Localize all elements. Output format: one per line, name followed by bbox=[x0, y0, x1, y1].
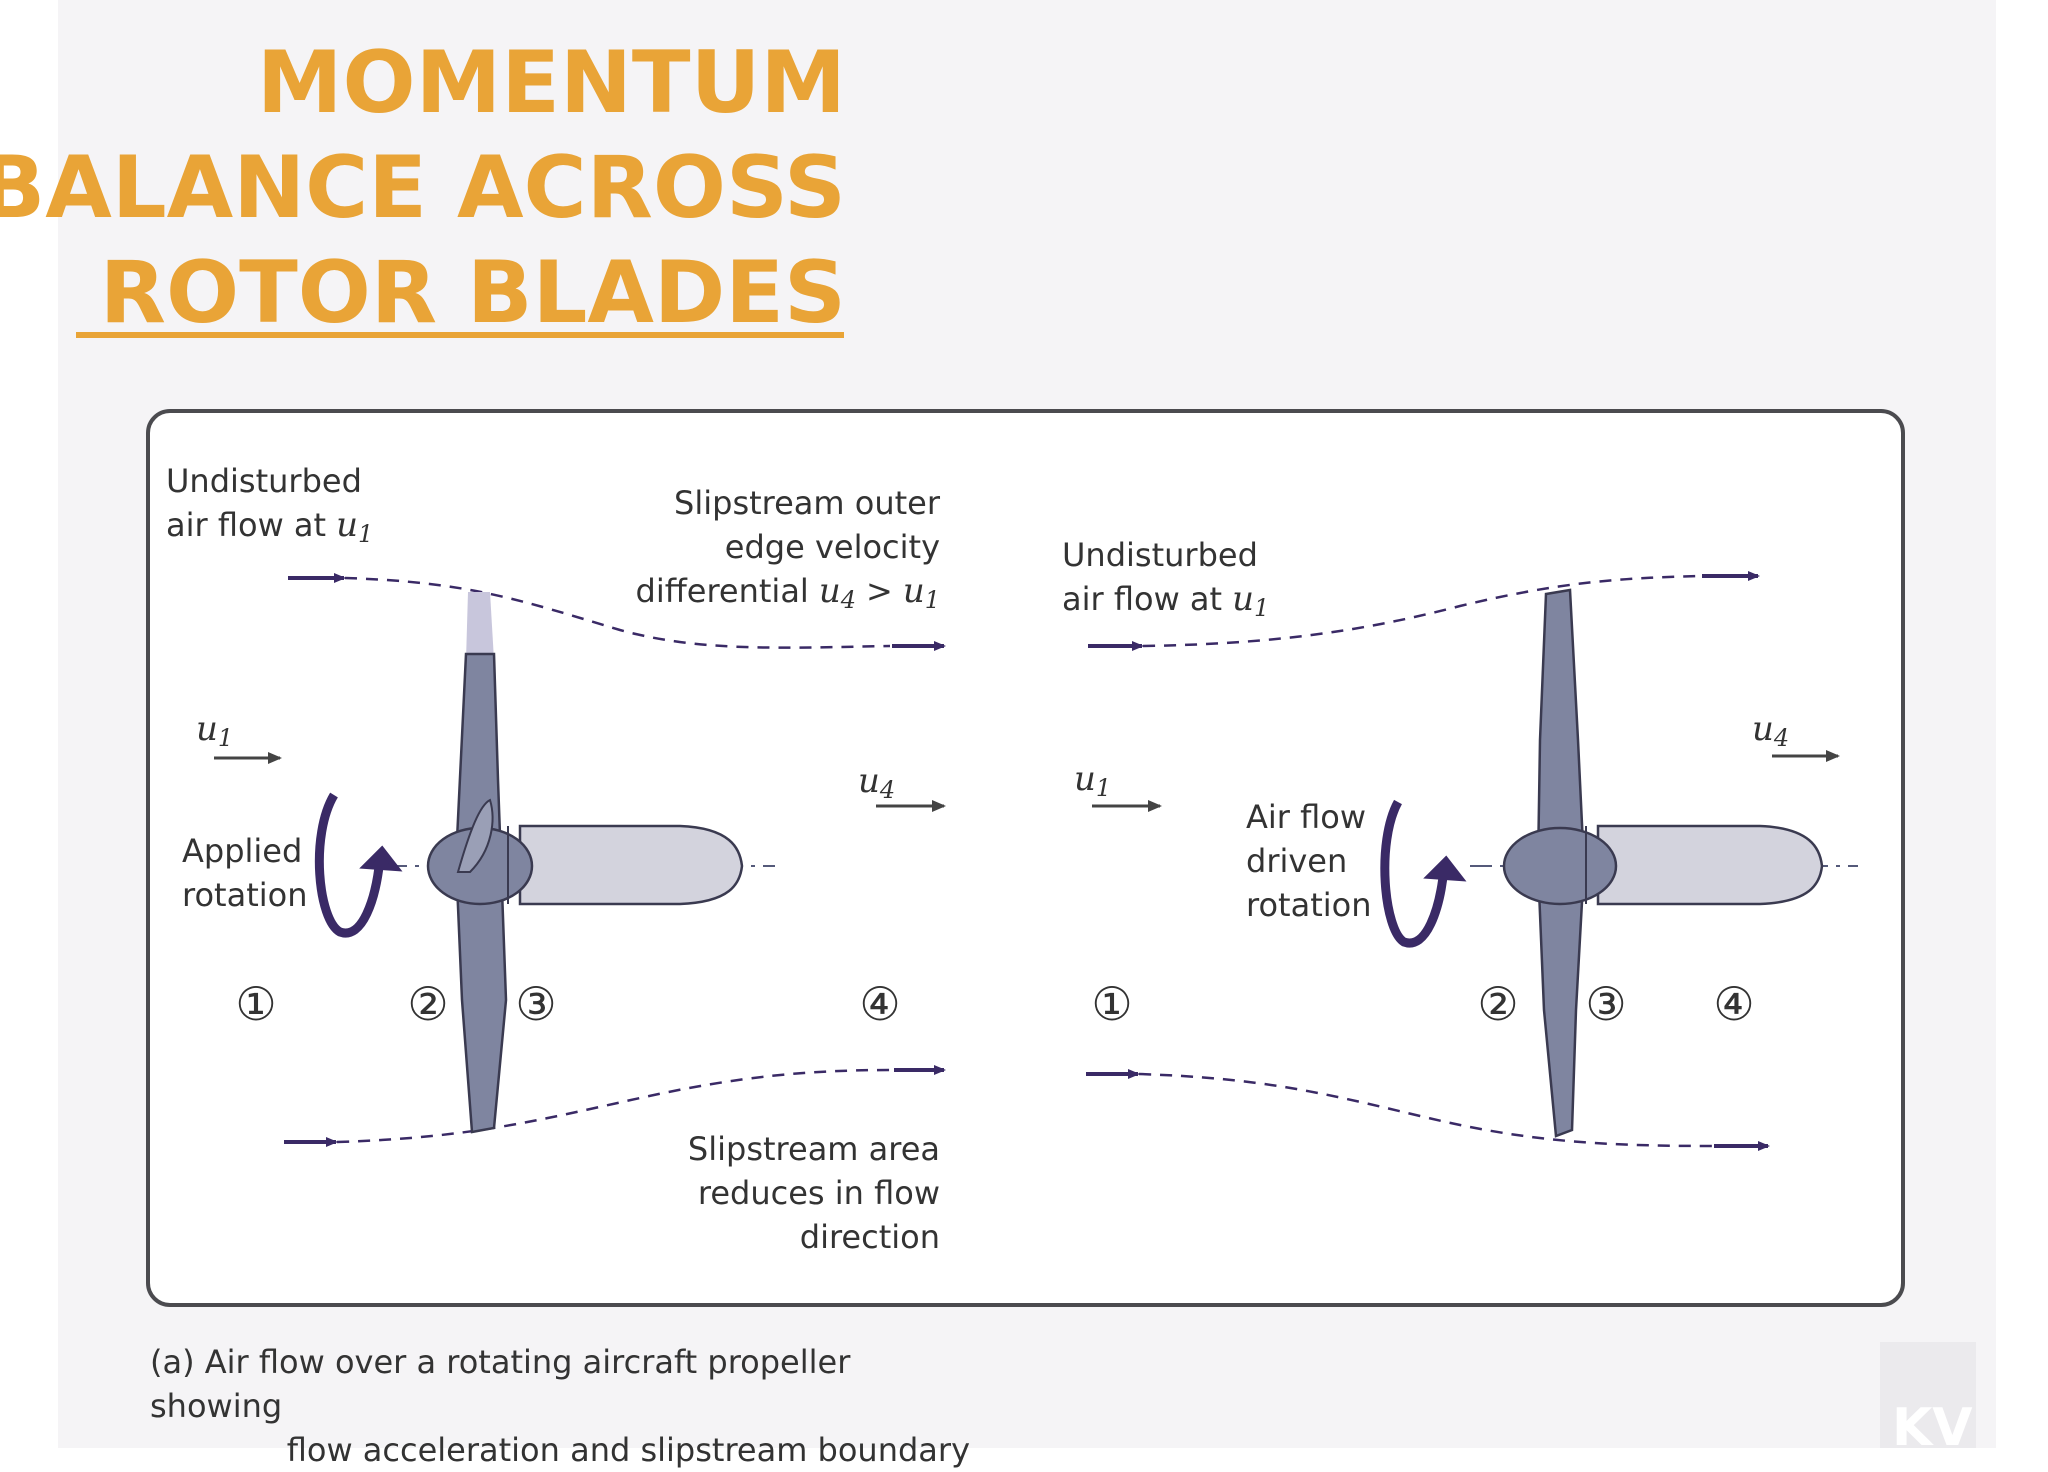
right-upper-streamline bbox=[1088, 571, 1760, 651]
right-u1-label: u1 bbox=[1074, 759, 1111, 802]
left-slipstream-outer-line2: edge velocity bbox=[725, 528, 940, 566]
left-lower-streamline bbox=[284, 1065, 946, 1147]
left-upper-streamline bbox=[288, 573, 946, 651]
left-u4-label: u4 bbox=[858, 761, 895, 804]
left-blade-tip-ghost bbox=[466, 592, 494, 660]
left-panel bbox=[214, 573, 946, 1147]
left-nacelle bbox=[518, 824, 744, 906]
right-station-2: ② bbox=[1477, 977, 1518, 1031]
right-panel bbox=[1086, 571, 1858, 1151]
left-slipstream-area-line3: direction bbox=[800, 1218, 940, 1256]
left-station-3: ③ bbox=[515, 977, 556, 1031]
left-slipstream-area-line2: reduces in flow bbox=[698, 1174, 940, 1212]
kv-logo: KV bbox=[1880, 1342, 1976, 1448]
right-station-4: ④ bbox=[1713, 977, 1754, 1031]
right-air-flow-driven-line3: rotation bbox=[1246, 886, 1371, 924]
left-rotation-arrow bbox=[314, 792, 385, 938]
right-air-flow-driven-line2: driven bbox=[1246, 842, 1347, 880]
left-slipstream-outer-line1: Slipstream outer bbox=[674, 484, 941, 522]
right-station-1: ① bbox=[1091, 977, 1132, 1031]
left-station-4: ④ bbox=[859, 977, 900, 1031]
left-undisturbed-line1: Undisturbed bbox=[166, 462, 362, 500]
right-hub bbox=[1502, 826, 1618, 906]
title-underline bbox=[76, 332, 844, 338]
left-applied-rotation-line1: Applied bbox=[182, 832, 302, 870]
left-station-1: ① bbox=[235, 977, 276, 1031]
title-line-1: MOMENTUM bbox=[256, 33, 846, 133]
right-u4-label: u4 bbox=[1752, 709, 1789, 752]
left-slipstream-area-line1: Slipstream area bbox=[688, 1130, 940, 1168]
right-nacelle bbox=[1596, 824, 1824, 906]
right-station-3: ③ bbox=[1585, 977, 1626, 1031]
caption-line-1: (a) Air flow over a rotating aircraft pr… bbox=[150, 1343, 851, 1425]
right-lower-streamline bbox=[1086, 1069, 1770, 1151]
right-undisturbed-line1: Undisturbed bbox=[1062, 536, 1258, 574]
caption-line-2: flow acceleration and slipstream boundar… bbox=[286, 1431, 970, 1469]
kv-logo-text: KV bbox=[1892, 1398, 1973, 1448]
title-line-2: BALANCE ACROSS bbox=[0, 138, 846, 238]
right-air-flow-driven-line1: Air flow bbox=[1246, 798, 1366, 836]
title-line-3: ROTOR BLADES bbox=[99, 243, 846, 343]
left-applied-rotation-line2: rotation bbox=[182, 876, 307, 914]
right-rotation-arrow bbox=[1380, 799, 1449, 948]
left-u1-label: u1 bbox=[196, 709, 233, 752]
left-station-2: ② bbox=[407, 977, 448, 1031]
left-hub-blade-root bbox=[456, 798, 494, 873]
figure-caption: (a) Air flow over a rotating aircraft pr… bbox=[150, 1340, 970, 1472]
